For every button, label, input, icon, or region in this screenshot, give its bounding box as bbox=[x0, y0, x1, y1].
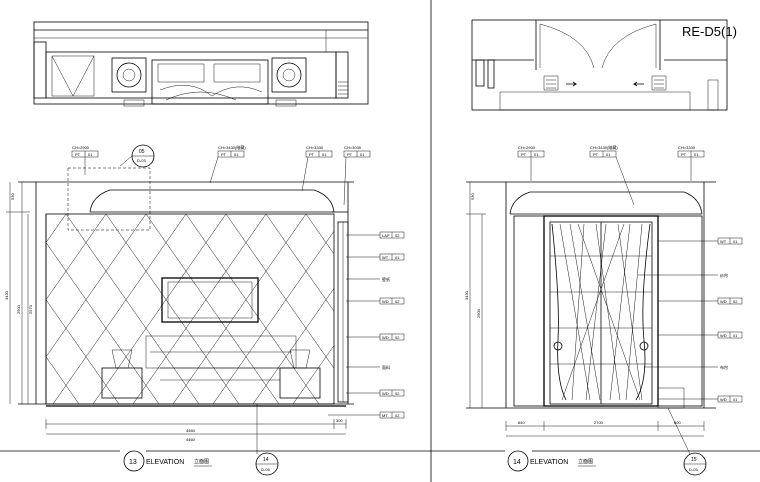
svg-text:PT: PT bbox=[521, 152, 527, 157]
sheer-curtain bbox=[559, 223, 643, 401]
left-plan-view bbox=[33, 21, 369, 107]
sheet-label: RE-D5(1) bbox=[682, 24, 737, 39]
svg-text:纱帘: 纱帘 bbox=[720, 272, 728, 278]
svg-text:02: 02 bbox=[733, 299, 738, 304]
svg-text:01: 01 bbox=[360, 152, 365, 157]
svg-text:02: 02 bbox=[395, 233, 400, 238]
svg-text:PT: PT bbox=[681, 152, 687, 157]
left-drawing-title: 13 ELEVATION 立面图 bbox=[123, 450, 212, 472]
right-plan-view: RE-D5(1) bbox=[471, 19, 737, 111]
left-material-tags: LAP 02 WT 01 壁纸 WD 02 WD 02 面料 WD 02 MT 02 bbox=[328, 231, 405, 419]
tv-panel bbox=[161, 277, 259, 323]
svg-text:01: 01 bbox=[322, 152, 327, 157]
window-frame bbox=[543, 215, 659, 407]
svg-text:WD: WD bbox=[382, 299, 389, 304]
ceiling-tag: CH=2900 PT 01 bbox=[71, 145, 99, 175]
right-elevation bbox=[466, 181, 716, 409]
left-elevation bbox=[18, 167, 354, 407]
svg-text:02: 02 bbox=[395, 413, 400, 418]
svg-text:CH=3035: CH=3035 bbox=[344, 145, 362, 150]
svg-text:14: 14 bbox=[263, 457, 269, 463]
svg-text:01: 01 bbox=[733, 333, 738, 338]
svg-text:WD: WD bbox=[720, 299, 727, 304]
left-side-table bbox=[101, 367, 143, 399]
svg-text:WD: WD bbox=[720, 397, 727, 402]
svg-text:4460: 4460 bbox=[186, 437, 196, 442]
diamond-panel-wall bbox=[45, 213, 335, 405]
svg-text:WT: WT bbox=[720, 239, 727, 244]
svg-text:3430: 3430 bbox=[464, 290, 469, 300]
svg-text:2900: 2900 bbox=[16, 304, 21, 314]
svg-text:3430: 3430 bbox=[4, 290, 9, 300]
svg-text:WD: WD bbox=[382, 391, 389, 396]
svg-text:CH=3430(暗藏): CH=3430(暗藏) bbox=[218, 144, 246, 150]
svg-text:D-05: D-05 bbox=[689, 467, 698, 472]
right-drawing-title: 14 ELEVATION 立面图 bbox=[507, 450, 596, 472]
svg-text:CH=2900: CH=2900 bbox=[518, 145, 536, 150]
svg-text:CH=3330: CH=3330 bbox=[678, 145, 696, 150]
detail-callout-14: 14 D-05 bbox=[255, 404, 279, 476]
svg-text:300: 300 bbox=[336, 418, 343, 423]
svg-text:壁纸: 壁纸 bbox=[382, 276, 390, 282]
svg-text:PT: PT bbox=[309, 152, 315, 157]
right-dimensions: 640 2700 600 530 3430 2900 bbox=[464, 182, 705, 437]
svg-text:01: 01 bbox=[606, 152, 611, 157]
right-ceiling-tags: CH=2900 PT 01 CH=3430(暗藏) PT 01 CH=3330 … bbox=[517, 144, 705, 206]
svg-text:01: 01 bbox=[395, 255, 400, 260]
svg-text:05: 05 bbox=[139, 149, 145, 155]
svg-text:640: 640 bbox=[518, 420, 525, 425]
right-side-table bbox=[279, 367, 321, 399]
svg-text:PT: PT bbox=[221, 152, 227, 157]
left-dimensions: 4460 300 4460 530 3430 2900 2570 bbox=[4, 182, 347, 442]
svg-text:MT: MT bbox=[382, 413, 388, 418]
svg-text:LAP: LAP bbox=[382, 233, 390, 238]
svg-text:立面图: 立面图 bbox=[578, 458, 593, 465]
section-callout: 05 D-03 bbox=[119, 144, 155, 168]
svg-text:2900: 2900 bbox=[476, 308, 481, 318]
svg-text:ELEVATION: ELEVATION bbox=[146, 459, 184, 466]
svg-text:13: 13 bbox=[129, 459, 137, 466]
svg-text:02: 02 bbox=[395, 391, 400, 396]
right-drape bbox=[635, 223, 651, 401]
svg-text:15: 15 bbox=[691, 457, 697, 463]
svg-text:01: 01 bbox=[733, 397, 738, 402]
svg-text:14: 14 bbox=[513, 459, 521, 466]
right-material-tags: WT 01 纱帘 WD 02 WD 01 布帘 WD 01 bbox=[638, 237, 743, 403]
svg-text:PT: PT bbox=[347, 152, 353, 157]
svg-text:CH=2900: CH=2900 bbox=[72, 145, 90, 150]
svg-text:2570: 2570 bbox=[28, 304, 33, 314]
svg-text:530: 530 bbox=[470, 193, 475, 200]
svg-text:D-03: D-03 bbox=[137, 158, 146, 163]
svg-text:02: 02 bbox=[395, 299, 400, 304]
svg-text:面料: 面料 bbox=[382, 364, 390, 370]
ceiling-tag: CH=3430(暗藏) PT 01 bbox=[209, 144, 246, 184]
svg-text:CH=3430(暗藏): CH=3430(暗藏) bbox=[590, 144, 618, 150]
svg-text:01: 01 bbox=[534, 152, 539, 157]
left-ceiling-tags: CH=2900 PT 01 CH=3430(暗藏) PT 01 CH=3330 … bbox=[71, 144, 371, 206]
svg-text:01: 01 bbox=[234, 152, 239, 157]
ceiling-tag: CH=3035 PT 01 bbox=[343, 145, 371, 206]
svg-text:CH=3330: CH=3330 bbox=[306, 145, 324, 150]
svg-text:立面图: 立面图 bbox=[194, 458, 209, 465]
svg-text:ELEVATION: ELEVATION bbox=[530, 459, 568, 466]
detail-callout-15: 15 D-05 bbox=[667, 407, 707, 476]
svg-text:01: 01 bbox=[694, 152, 699, 157]
svg-text:01: 01 bbox=[733, 239, 738, 244]
svg-text:PT: PT bbox=[75, 152, 81, 157]
svg-text:530: 530 bbox=[10, 193, 15, 200]
svg-text:PT: PT bbox=[593, 152, 599, 157]
svg-text:WT: WT bbox=[382, 255, 389, 260]
svg-text:2700: 2700 bbox=[594, 420, 604, 425]
svg-text:600: 600 bbox=[674, 420, 681, 425]
ceiling-tag: CH=3330 PT 01 bbox=[301, 145, 333, 192]
svg-text:D-05: D-05 bbox=[261, 467, 270, 472]
svg-text:4460: 4460 bbox=[186, 428, 196, 433]
svg-text:02: 02 bbox=[395, 335, 400, 340]
svg-text:WD: WD bbox=[720, 333, 727, 338]
svg-text:布帘: 布帘 bbox=[720, 364, 728, 370]
left-drape bbox=[551, 223, 567, 401]
svg-text:WD: WD bbox=[382, 335, 389, 340]
svg-text:01: 01 bbox=[88, 152, 93, 157]
